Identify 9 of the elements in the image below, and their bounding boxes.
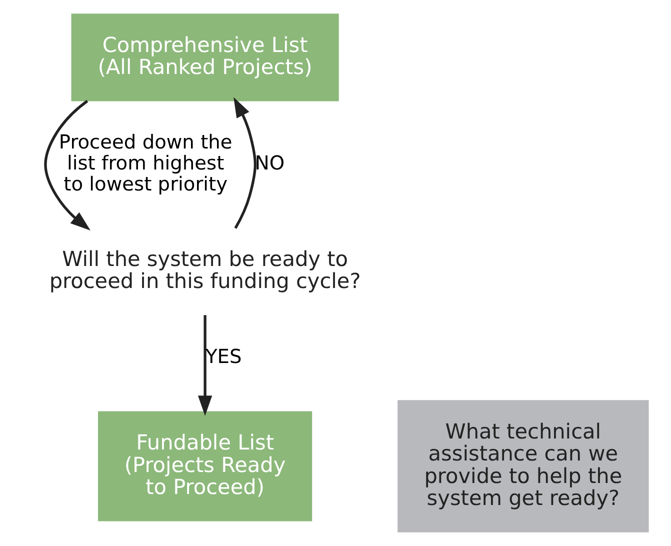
arrow <box>198 315 212 416</box>
node-text: Will the system be ready to proceed in this funding cycle? <box>49 246 361 294</box>
node-box: Fundable List (Projects Ready to Proceed) <box>98 411 312 522</box>
node-box: What technical assistance can we provide to help the system get ready? <box>398 400 649 532</box>
edge-label: Proceed down the list from highest to lowest priority <box>58 130 232 196</box>
edge-label: NO <box>254 152 285 175</box>
arrow <box>44 100 90 231</box>
node-box: Comprehensive List (All Ranked Projects) <box>71 14 339 102</box>
arrow <box>234 97 257 229</box>
